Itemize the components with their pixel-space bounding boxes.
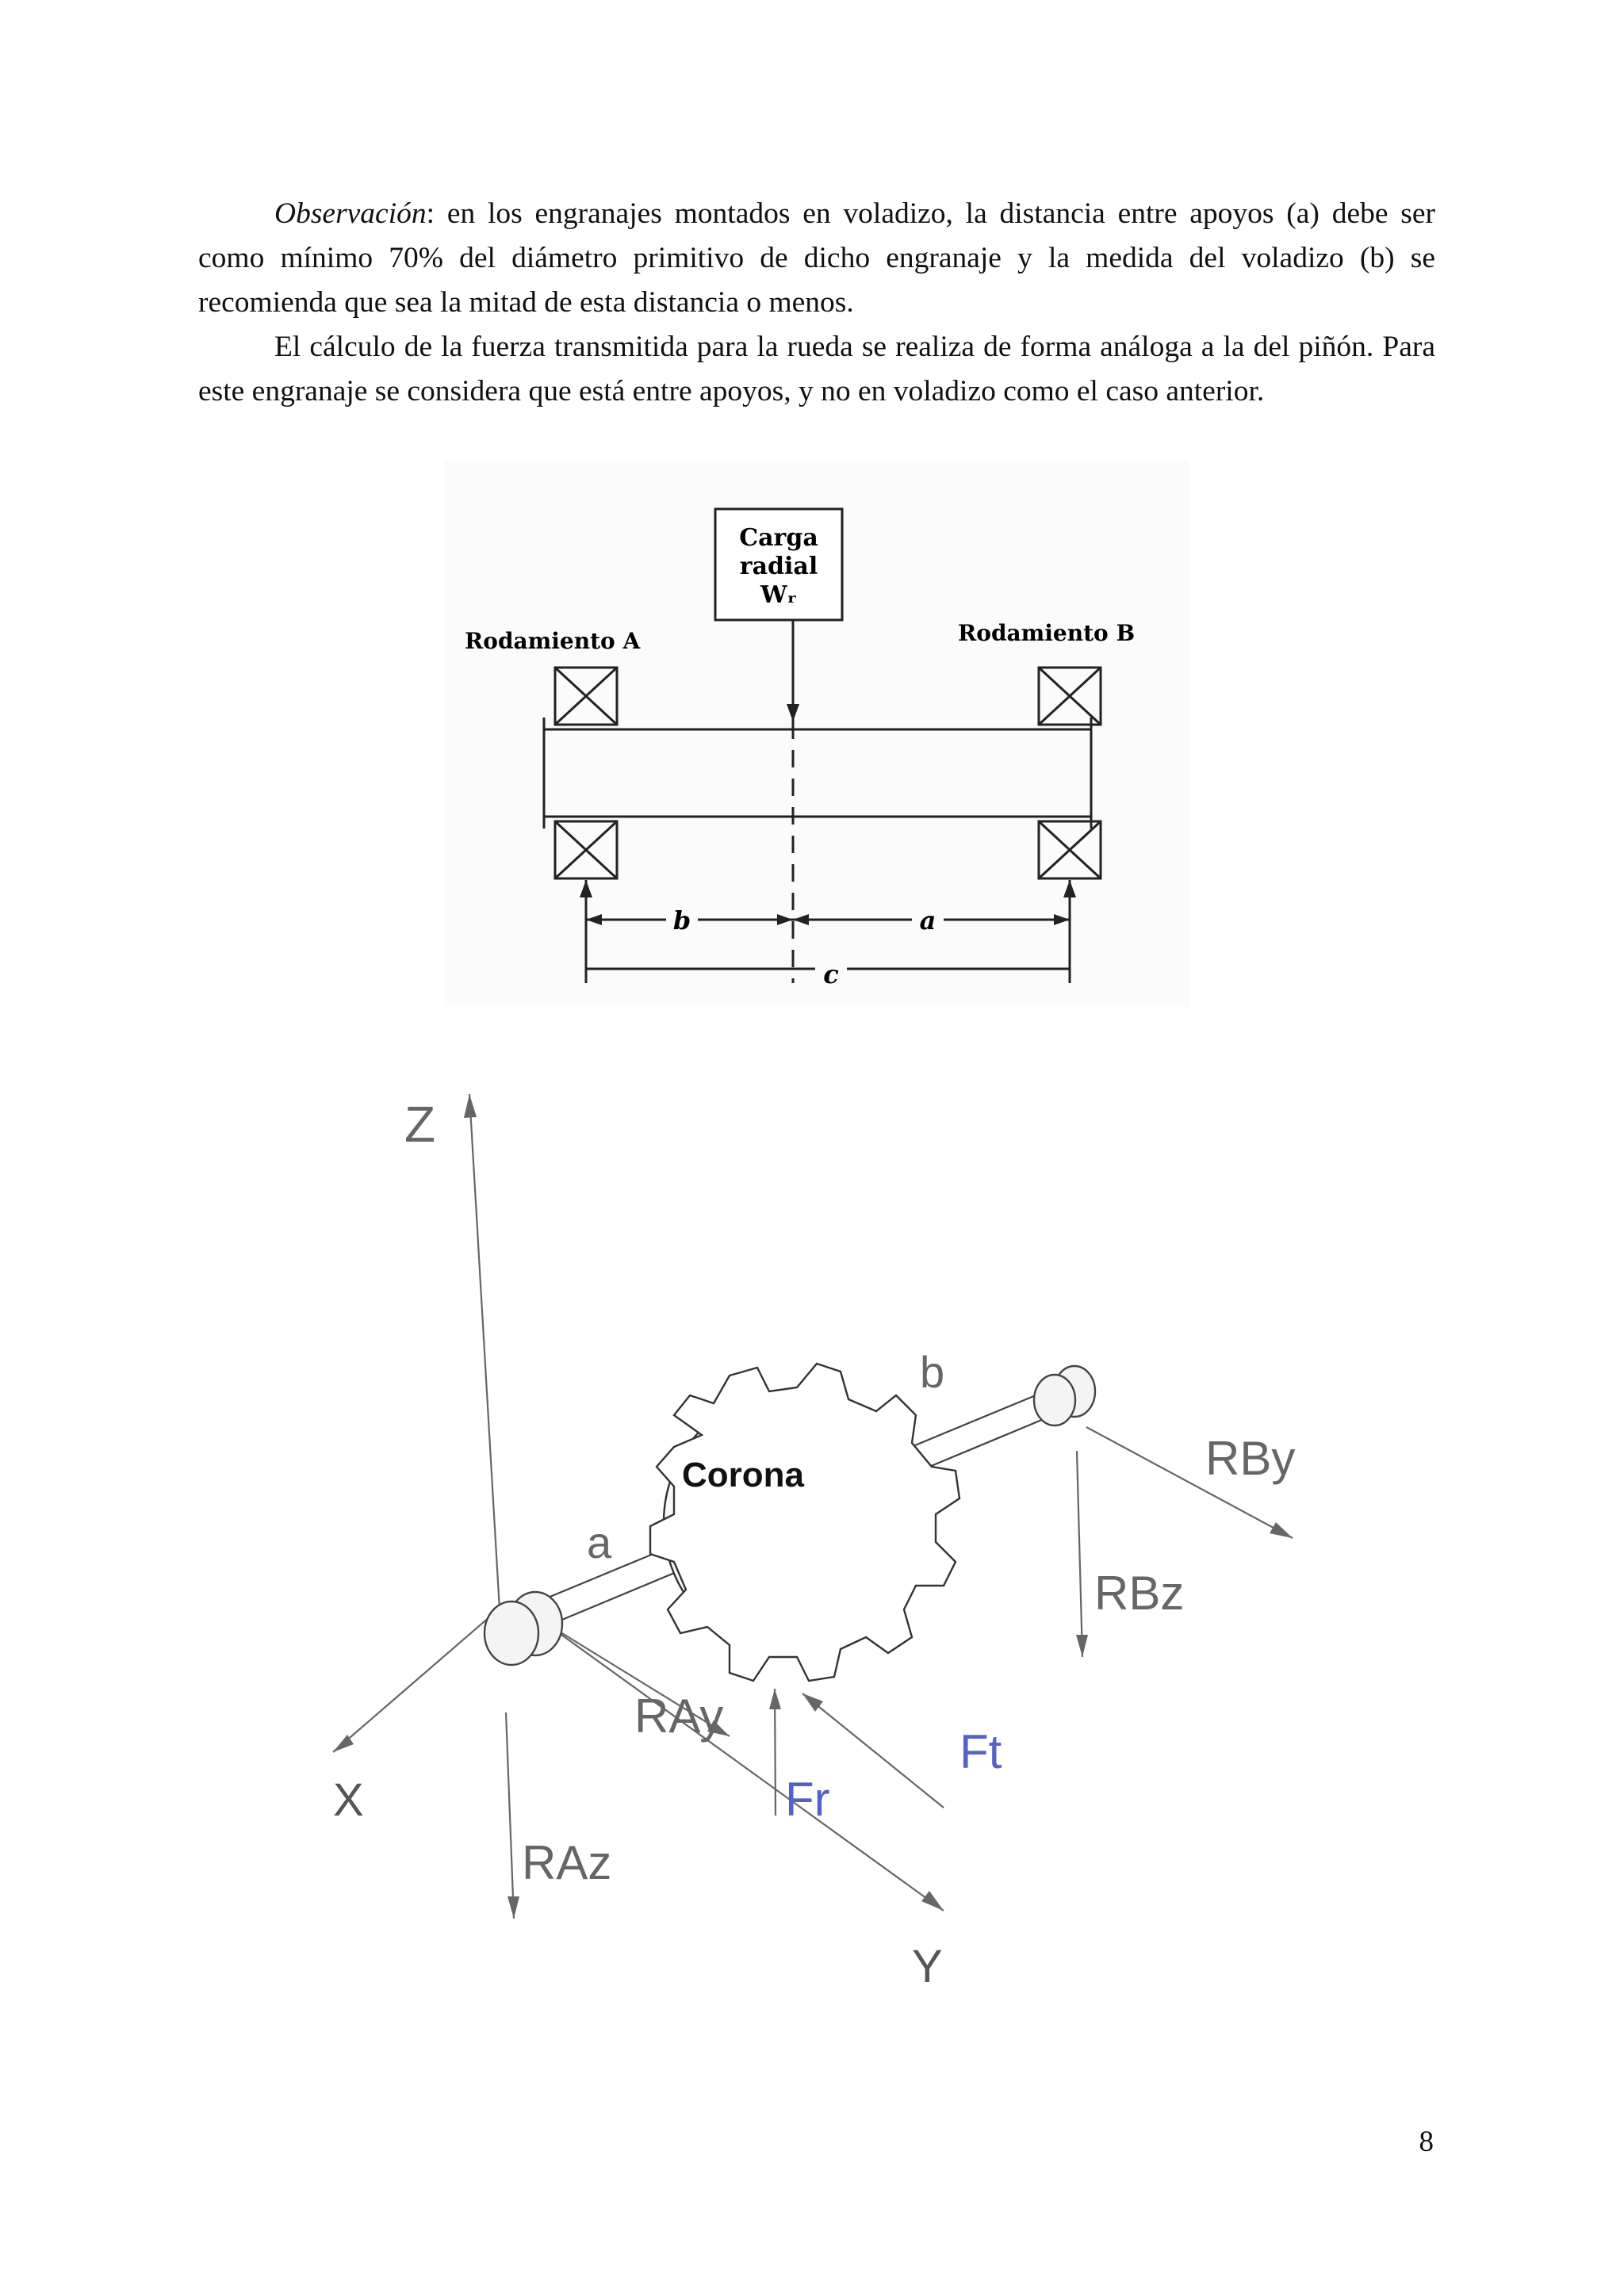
segment-b-label: b bbox=[920, 1347, 944, 1397]
bearing-b-top bbox=[1037, 666, 1102, 726]
crown-gear bbox=[649, 1362, 961, 1682]
y-axis-label: Y bbox=[912, 1941, 943, 1992]
ft-arrow bbox=[802, 1693, 944, 1808]
crown-gear-force-diagram: Z X Y Corona a b RBy RBz RAy RAz Fr Ft bbox=[332, 1093, 1295, 1992]
bearing-b-bottom bbox=[1037, 820, 1102, 880]
bearing-b bbox=[1032, 1364, 1097, 1427]
fr-label: Fr bbox=[785, 1773, 830, 1826]
dimension-a-label: a bbox=[920, 905, 936, 936]
z-axis bbox=[468, 1093, 501, 1610]
dimension-b-label: b bbox=[673, 905, 691, 936]
segment-a-label: a bbox=[587, 1517, 612, 1567]
shaft-bearing-diagram: Carga radial Wᵣ Rodamiento A Rodamiento … bbox=[444, 460, 1189, 1007]
x-axis-label: X bbox=[333, 1774, 364, 1826]
page-number: 8 bbox=[1419, 2126, 1434, 2158]
ray-label: RAy bbox=[634, 1689, 723, 1743]
rby-label: RBy bbox=[1205, 1432, 1295, 1485]
observation-label: Observación bbox=[274, 197, 427, 230]
body-text: Observación: en los engranajes montados … bbox=[198, 192, 1435, 414]
load-label-line2: radial bbox=[740, 553, 818, 580]
bearing-a-bottom bbox=[553, 820, 619, 880]
rbz-label: RBz bbox=[1094, 1567, 1184, 1620]
bearing-a-top bbox=[553, 666, 619, 726]
bearing-a-label: Rodamiento A bbox=[465, 628, 641, 654]
dimension-c-label: c bbox=[823, 959, 838, 989]
observation-body: : en los engranajes montados en voladizo… bbox=[198, 197, 1435, 319]
ft-label: Ft bbox=[959, 1725, 1002, 1778]
raz-label: RAz bbox=[522, 1836, 611, 1889]
load-box bbox=[714, 507, 844, 622]
rby-arrow bbox=[1086, 1426, 1293, 1539]
raz-arrow bbox=[504, 1712, 515, 1919]
paragraph-observation: Observación: en los engranajes montados … bbox=[198, 192, 1435, 325]
gear-label: Corona bbox=[682, 1456, 805, 1494]
x-axis bbox=[332, 1601, 508, 1753]
paragraph-calculation: El cálculo de la fuerza transmitida para… bbox=[198, 331, 1435, 408]
z-axis-label: Z bbox=[404, 1096, 435, 1153]
y-axis bbox=[515, 1601, 944, 1911]
bearing-b-label: Rodamiento B bbox=[958, 620, 1135, 646]
bearing-a bbox=[483, 1590, 564, 1667]
load-label-line3: Wᵣ bbox=[760, 581, 797, 609]
rbz-arrow bbox=[1075, 1450, 1084, 1658]
fr-arrow bbox=[773, 1688, 777, 1816]
load-label-line1: Carga bbox=[739, 524, 818, 552]
